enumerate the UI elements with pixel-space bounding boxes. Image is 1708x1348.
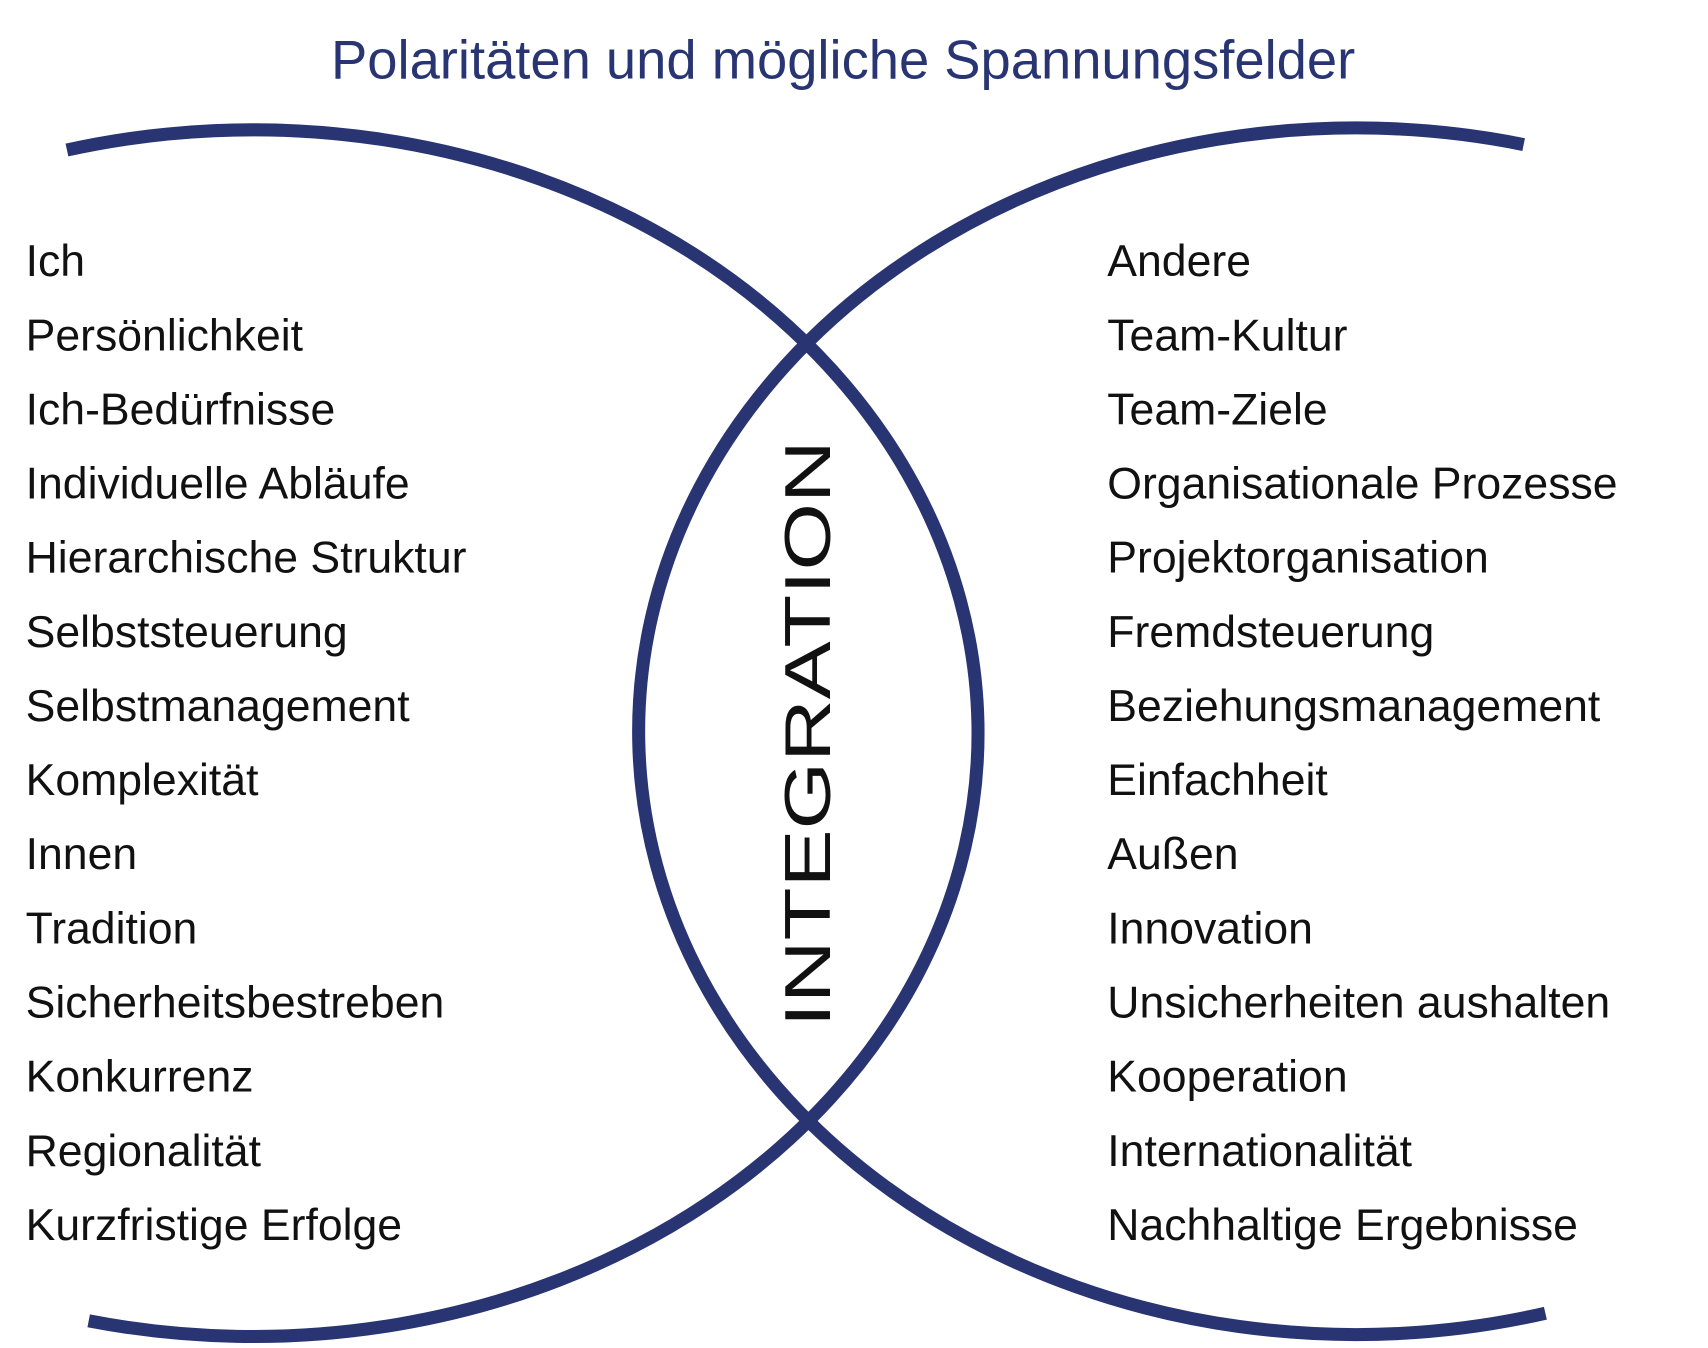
right-arc [632,121,1547,1342]
left-polarity-item: Persönlichkeit [26,311,304,360]
right-polarity-item: Fremdsteuerung [1107,608,1434,657]
left-polarity-item: Innen [26,830,138,879]
right-polarity-item: Kooperation [1107,1053,1347,1102]
right-polarity-item: Internationalität [1107,1127,1412,1176]
right-polarity-item: Nachhaltige Ergebnisse [1107,1201,1578,1250]
right-polarity-item: Beziehungsmanagement [1107,682,1601,731]
left-polarity-item: Konkurrenz [26,1053,254,1102]
left-polarity-item: Ich-Bedürfnisse [26,385,336,434]
right-polarity-item: Projektorganisation [1107,534,1488,583]
left-polarity-item: Sicherheitsbestreben [26,979,445,1028]
left-polarity-item: Selbstmanagement [26,682,411,731]
right-polarity-item: Team-Ziele [1107,385,1327,434]
diagram-title: Polaritäten und mögliche Spannungsfelder [331,29,1355,90]
left-polarity-item: Ich [26,237,85,286]
left-polarity-item: Tradition [26,904,198,953]
left-polarity-item: Individuelle Abläufe [26,460,410,509]
left-arc [65,123,985,1343]
left-polarity-item: Regionalität [26,1127,262,1176]
right-polarity-item: Organisationale Prozesse [1107,460,1617,509]
right-polarity-item: Innovation [1107,904,1313,953]
left-polarity-item: Komplexität [26,756,259,805]
right-polarity-item: Außen [1107,830,1238,879]
right-polarity-item: Andere [1107,237,1251,286]
right-polarity-list: AndereTeam-KulturTeam-ZieleOrganisationa… [1107,237,1617,1250]
left-polarity-item: Selbststeuerung [26,608,348,657]
integration-label: INTEGRATION [771,440,844,1027]
right-polarity-item: Einfachheit [1107,756,1328,805]
left-polarity-list: IchPersönlichkeitIch-BedürfnisseIndividu… [26,237,467,1250]
left-polarity-item: Hierarchische Struktur [26,534,467,583]
left-polarity-item: Kurzfristige Erfolge [26,1201,402,1250]
right-polarity-item: Team-Kultur [1107,311,1347,360]
right-polarity-item: Unsicherheiten aushalten [1107,979,1610,1028]
